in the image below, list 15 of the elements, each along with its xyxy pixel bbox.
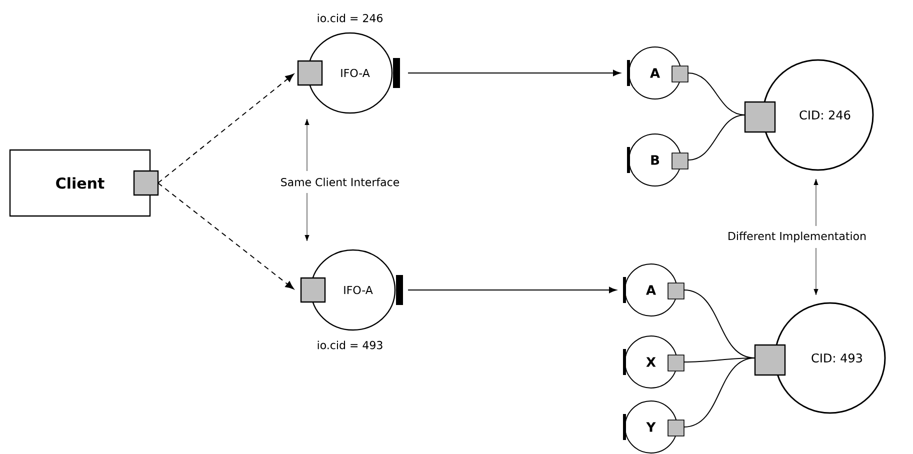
connector: [684, 358, 756, 428]
connector: [688, 114, 746, 160]
component-box: Client: [9, 149, 159, 217]
arrow: [814, 248, 818, 296]
arrow: [408, 286, 616, 294]
caption-text: io.cid = 493: [318, 340, 382, 350]
arrow: [814, 178, 818, 226]
arrow: [408, 70, 620, 76]
arrow: [304, 118, 310, 172]
caption-text: io.cid = 246: [318, 14, 382, 22]
annotation-text: Same Client Interface: [281, 178, 400, 186]
arrow: [304, 192, 310, 242]
arrow: [158, 74, 294, 184]
arrow: [158, 182, 294, 290]
annotation-text: Different Implementation: [728, 232, 866, 242]
